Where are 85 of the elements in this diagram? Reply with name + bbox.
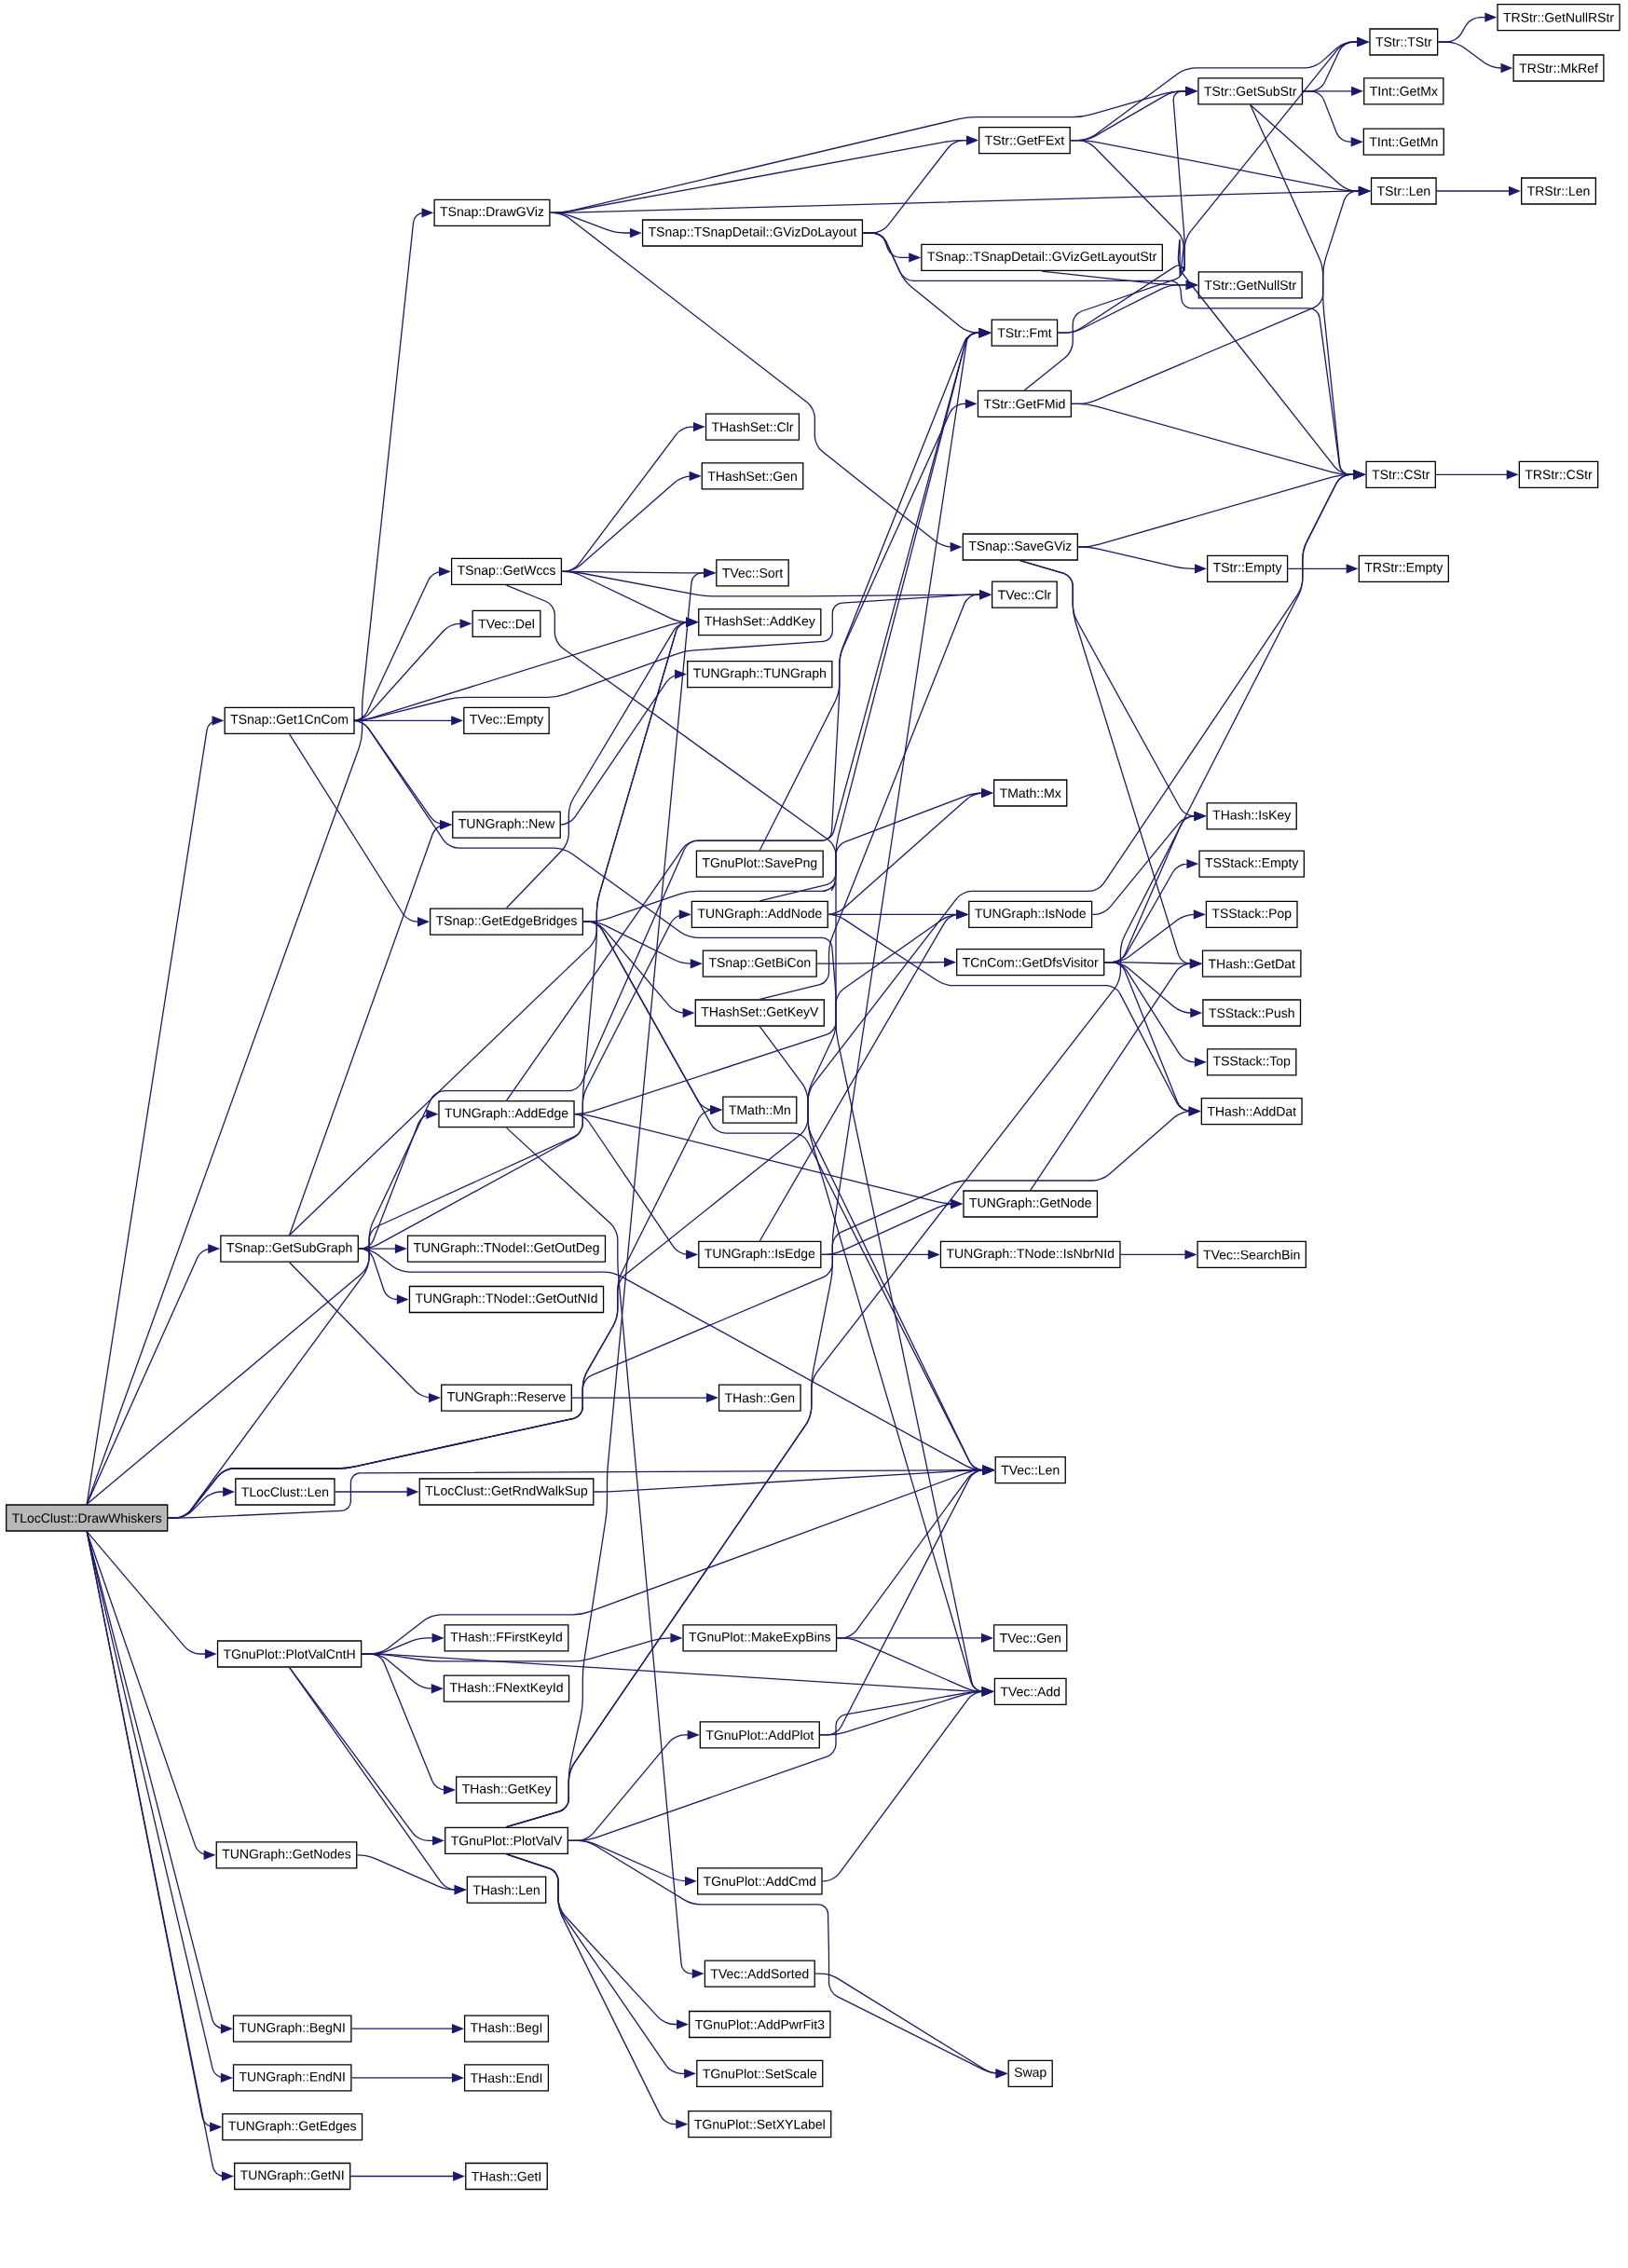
function-box: TVec::Len — [994, 1456, 1066, 1484]
function-box: TUNGraph::TNodeI::GetOutDeg — [406, 1235, 607, 1263]
function-box: TRStr::Len — [1521, 177, 1596, 205]
function-box: TSnap::TSnapDetail::GVizDoLayout — [641, 219, 864, 247]
function-box: TUNGraph::TNode::IsNbrNId — [939, 1240, 1121, 1269]
function-box: TVec::SearchBin — [1197, 1240, 1307, 1269]
function-box: TUNGraph::EndNI — [232, 2064, 352, 2092]
function-box: THash::EndI — [463, 2064, 550, 2092]
function-box: TStr::GetSubStr — [1197, 77, 1304, 105]
function-box: TUNGraph::New — [452, 811, 561, 839]
function-box: TRStr::Empty — [1358, 554, 1449, 582]
function-box: THashSet::AddKey — [698, 608, 822, 636]
function-box: TSnap::GetSubGraph — [220, 1235, 359, 1263]
function-box: TRStr::MkRef — [1512, 54, 1605, 82]
function-box: TStr::Fmt — [991, 319, 1059, 347]
function-box: TSStack::Push — [1202, 999, 1302, 1027]
function-box: TVec::Empty — [463, 706, 550, 734]
function-box: TInt::GetMx — [1363, 77, 1444, 105]
function-box: TUNGraph::TNodeI::GetOutNId — [408, 1285, 605, 1314]
function-box: THash::GetDat — [1201, 950, 1302, 977]
function-box: TUNGraph::AddNode — [691, 900, 828, 929]
function-box: TUNGraph::IsEdge — [698, 1240, 822, 1269]
function-box: TSnap::DrawGViz — [433, 198, 551, 226]
function-box: TGnuPlot::AddCmd — [696, 1867, 823, 1895]
function-box: TSnap::GetEdgeBridges — [429, 908, 584, 936]
function-box: TGnuPlot::SavePng — [695, 850, 824, 878]
function-box: TUNGraph::GetNI — [234, 2162, 351, 2191]
function-box: THash::Len — [466, 1876, 547, 1904]
function-box: TGnuPlot::MakeExpBins — [682, 1624, 838, 1652]
function-box: TUNGraph::GetNode — [963, 1190, 1099, 1218]
function-box: TVec::Clr — [991, 581, 1058, 608]
function-box: TRStr::CStr — [1518, 460, 1599, 488]
function-box: TVec::Gen — [993, 1624, 1068, 1652]
function-box: TMath::Mn — [722, 1096, 798, 1124]
function-box: TUNGraph::Reserve — [441, 1384, 572, 1412]
function-box: TSnap::GetBiCon — [702, 950, 817, 977]
function-box: THashSet::Clr — [705, 413, 800, 441]
function-box: TGnuPlot::SetXYLabel — [688, 2110, 832, 2138]
function-box: TUNGraph::AddEdge — [438, 1100, 575, 1128]
function-box: TStr::TStr — [1369, 28, 1439, 56]
function-box: TInt::GetMn — [1362, 128, 1444, 156]
function-box: TSStack::Empty — [1198, 850, 1306, 878]
function-box: THash::GetI — [465, 2162, 548, 2191]
function-box: TUNGraph::GetNodes — [215, 1841, 358, 1869]
function-box: TSnap::Get1CnCom — [224, 706, 355, 734]
function-box: TCnCom::GetDfsVisitor — [956, 949, 1105, 977]
function-box: TStr::GetNullStr — [1197, 271, 1303, 299]
function-box: TGnuPlot::PlotValCntH — [216, 1640, 363, 1668]
function-box: TStr::Empty — [1207, 554, 1289, 582]
function-box: TStr::GetFExt — [978, 126, 1071, 155]
function-box: TGnuPlot::SetScale — [696, 2059, 824, 2087]
function-box: TGnuPlot::PlotValV — [445, 1826, 568, 1854]
function-box: Swap — [1007, 2059, 1053, 2087]
function-box: TUNGraph::GetEdges — [222, 2113, 363, 2141]
function-box: THash::BegI — [463, 2015, 550, 2043]
function-box: TVec::Del — [472, 609, 541, 637]
function-box: TSnap::GetWccs — [450, 557, 563, 586]
function-box: TVec::Sort — [716, 559, 789, 587]
function-box: TLocClust::DrawWhiskers — [6, 1504, 169, 1532]
function-box: TStr::Len — [1370, 177, 1437, 205]
function-box: TSnap::TSnapDetail::GVizGetLayoutStr — [921, 243, 1163, 272]
function-box: TStr::GetFMid — [977, 389, 1072, 417]
function-box: TLocClust::Len — [235, 1478, 335, 1506]
function-box: THash::FFirstKeyId — [444, 1624, 569, 1652]
function-box: TUNGraph::TUNGraph — [687, 660, 833, 689]
function-box: THash::GetKey — [456, 1776, 557, 1804]
function-box: TRStr::GetNullRStr — [1497, 3, 1621, 32]
function-box: THash::IsKey — [1206, 802, 1297, 830]
function-box: TVec::AddSorted — [704, 1960, 815, 1988]
function-box: TUNGraph::BegNI — [232, 2015, 352, 2043]
function-box: TSStack::Top — [1206, 1048, 1297, 1076]
function-box: TStr::CStr — [1365, 460, 1436, 488]
function-box: TMath::Mx — [993, 779, 1068, 807]
function-box: TLocClust::GetRndWalkSup — [418, 1478, 595, 1506]
function-box: THashSet::Gen — [701, 462, 804, 490]
function-box: TSnap::SaveGViz — [962, 533, 1078, 561]
function-box: TGnuPlot::AddPwrFit3 — [689, 2010, 831, 2039]
function-box: THashSet::GetKeyV — [694, 999, 825, 1027]
function-box: TVec::Add — [993, 1677, 1067, 1705]
function-box: THash::Gen — [718, 1384, 801, 1412]
function-box: THash::AddDat — [1200, 1097, 1303, 1126]
function-box: TGnuPlot::AddPlot — [699, 1721, 820, 1749]
function-box: TUNGraph::IsNode — [968, 900, 1093, 929]
function-box: TSStack::Pop — [1205, 900, 1298, 929]
function-box: THash::FNextKeyId — [443, 1674, 570, 1702]
